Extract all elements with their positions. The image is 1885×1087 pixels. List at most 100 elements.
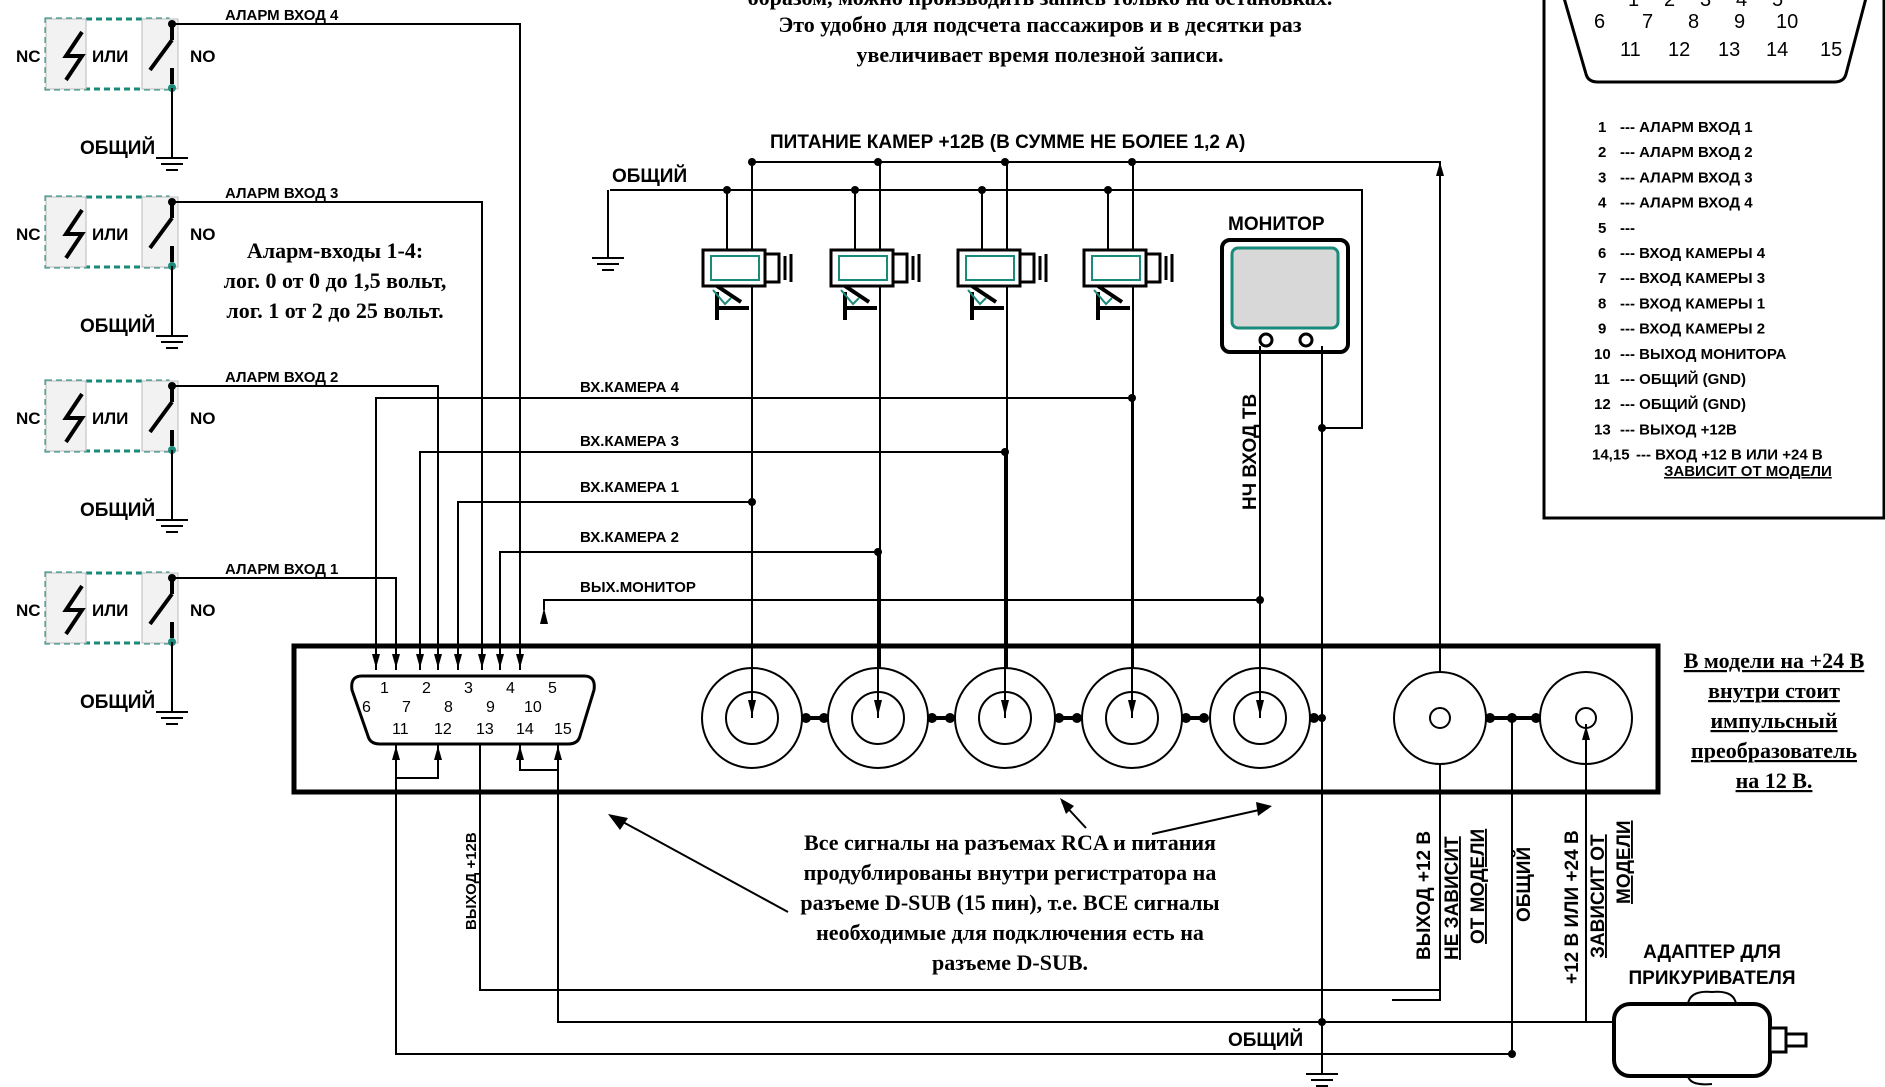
dsub-pin-label: 13 (476, 721, 494, 738)
dsub-pin-label: 9 (486, 699, 495, 716)
right-note-line5: на 12 В. (1736, 768, 1813, 793)
pinout-row: 6 --- ВХОД КАМЕРЫ 4 (1598, 245, 1766, 262)
pinout-desc: --- ОБЩИЙ (GND) (1620, 395, 1746, 413)
adapter-line2: ПРИКУРИВАТЕЛЯ (1628, 968, 1795, 989)
pinout-pin: 14,15 (1592, 447, 1630, 464)
pinout-desc: --- АЛАРМ ВХОД 4 (1620, 195, 1753, 212)
legend-connector-icon (1563, 0, 1868, 84)
center-note-line5: разъеме D-SUB. (932, 950, 1088, 975)
dsub-pin-label: 10 (524, 699, 542, 716)
nc-label: NC (16, 225, 41, 244)
or-label: ИЛИ (92, 225, 128, 244)
pinout-pin: 8 (1598, 295, 1606, 312)
common-label: ОБЩИЙ (80, 315, 155, 337)
in-b-label: ЗАВИСИТ ОТ (1588, 834, 1609, 958)
pinout-row: 3--- АЛАРМ ВХОД 3 (1598, 169, 1753, 186)
dsub-pin-label: 1 (380, 680, 389, 697)
dsub-pin-label: 2 (422, 680, 431, 697)
wire-cam3-label: ВХ.КАМЕРА 3 (580, 433, 679, 450)
pinout-pin: 7 (1598, 270, 1606, 287)
pinout-row: 12--- ОБЩИЙ (GND) (1594, 395, 1746, 413)
right-note-line3: импульсный (1710, 708, 1837, 733)
pinout-row: 7 --- ВХОД КАМЕРЫ 3 (1598, 270, 1765, 287)
vertical-labels: ВЫХОД +12 В НЕ ЗАВИСИТ ОТ МОДЕЛИ ОБЩИЙ +… (1414, 820, 1635, 984)
right-note-line2: внутри стоит (1708, 678, 1840, 703)
pinout-desc: --- ВХОД КАМЕРЫ 3 (1620, 270, 1765, 287)
no-label: NO (190, 225, 216, 244)
legend-pin-label: 8 (1688, 11, 1699, 33)
wire-monitor-out-label: ВЫХ.МОНИТОР (580, 579, 696, 596)
pinout-desc: --- ВХОД КАМЕРЫ 4 (1620, 245, 1766, 262)
alarm-note-line1: Аларм-входы 1-4: (247, 238, 423, 263)
pinout-desc: --- ВХОД +12 В ИЛИ +24 В (1636, 447, 1823, 464)
pinout-row: 2 --- АЛАРМ ВХОД 2 (1598, 144, 1753, 161)
rca-jacks (701, 398, 1633, 769)
power-label: ПИТАНИЕ КАМЕР +12В (В СУММЕ НЕ БОЛЕЕ 1,2… (770, 132, 1245, 153)
common-label: ОБЩИЙ (80, 499, 155, 521)
pinout-pin: 4 (1598, 195, 1607, 212)
alarm-input-3-label: АЛАРМ ВХОД 3 (225, 185, 338, 202)
legend-pin-label: 2 (1664, 0, 1675, 11)
legend-pin-label: 1 (1628, 0, 1639, 11)
pinout-pin: 5 (1598, 220, 1606, 237)
dsub-pin-label: 3 (464, 680, 473, 697)
top-note-line3: увеличивает время полезной записи. (857, 42, 1224, 67)
wire-cam2-label: ВХ.КАМЕРА 2 (580, 529, 679, 546)
common-label: ОБЩИЙ (80, 137, 155, 159)
or-label: ИЛИ (92, 601, 128, 620)
pinout-pin: 6 (1598, 245, 1606, 262)
pinout-pin: 13 (1594, 421, 1611, 438)
alarm-wires: АЛАРМ ВХОД 4 АЛАРМ ВХОД 3 АЛАРМ ВХОД 2 А… (172, 7, 524, 670)
legend-pin-label: 6 (1594, 11, 1605, 33)
dsub-pin-label: 8 (444, 699, 453, 716)
legend-pin-label: 15 (1820, 39, 1842, 61)
pinout-desc: --- АЛАРМ ВХОД 2 (1620, 144, 1753, 161)
dsub-pin-label: 4 (506, 680, 515, 697)
pinout-desc: --- ВХОД КАМЕРЫ 1 (1620, 295, 1765, 312)
dsub-pin-label: 6 (362, 699, 371, 716)
recorder-box (291, 643, 1661, 795)
right-note: В модели на +24 В внутри стоит импульсны… (1684, 648, 1865, 793)
common-top-label: ОБЩИЙ (612, 165, 687, 187)
camera-icon (829, 162, 921, 700)
out12-a-label: ВЫХОД +12 В (1414, 831, 1435, 960)
out12-c-label: ОТ МОДЕЛИ (1468, 829, 1489, 944)
dsub-bottom-wires: ВЫХОД +12В (392, 744, 1614, 1055)
center-note: Все сигналы на разъемах RCA и питания пр… (608, 798, 1272, 975)
wire-cam4-label: ВХ.КАМЕРА 4 (580, 379, 680, 396)
alarm-block-3: NC ИЛИ NO ОБЩИЙ (16, 195, 216, 349)
legend-pin-label: 13 (1718, 39, 1740, 61)
nc-label: NC (16, 47, 41, 66)
legend-pin-label: 14 (1766, 39, 1788, 61)
pinout-desc: --- ВХОД КАМЕРЫ 2 (1620, 321, 1765, 338)
dsub-pin-label: 14 (516, 721, 534, 738)
or-label: ИЛИ (92, 409, 128, 428)
common-label: ОБЩИЙ (80, 691, 155, 713)
pinout-desc: --- ВЫХОД +12В (1620, 421, 1737, 438)
camera-icon (701, 162, 793, 700)
in-c-label: МОДЕЛИ (1614, 820, 1635, 904)
out12-b-label: НЕ ЗАВИСИТ (1442, 836, 1463, 960)
pinout-desc: --- АЛАРМ ВХОД 1 (1620, 119, 1753, 136)
pinout-row: 9--- ВХОД КАМЕРЫ 2 (1598, 321, 1765, 338)
car-adapter: АДАПТЕР ДЛЯ ПРИКУРИВАТЕЛЯ (1612, 942, 1808, 1086)
legend-pin-label: 11 (1620, 39, 1641, 61)
no-label: NO (190, 409, 216, 428)
pinout-last-label: ЗАВИСИТ ОТ МОДЕЛИ (1664, 463, 1832, 480)
legend-pin-label: 4 (1736, 0, 1747, 11)
alarm-input-4-label: АЛАРМ ВХОД 4 (225, 7, 339, 24)
adapter-plug-icon (1612, 1002, 1772, 1078)
alarm-note-line3: лог. 1 от 2 до 25 вольт. (226, 298, 443, 323)
top-note-line2: Это удобно для подсчета пассажиров и в д… (778, 12, 1301, 37)
monitor-label: МОНИТОР (1228, 214, 1325, 235)
alarm-note-line2: лог. 0 от 0 до 1,5 вольт, (224, 268, 447, 293)
dsub-pin-label: 15 (554, 721, 572, 738)
pinout-desc: --- ОБЩИЙ (GND) (1620, 370, 1746, 388)
or-label: ИЛИ (92, 47, 128, 66)
dsub-pin-label: 7 (402, 699, 411, 716)
no-label: NO (190, 47, 216, 66)
pinout-row: 13 --- ВЫХОД +12В (1594, 421, 1737, 438)
pinout-pin: 2 (1598, 144, 1606, 161)
